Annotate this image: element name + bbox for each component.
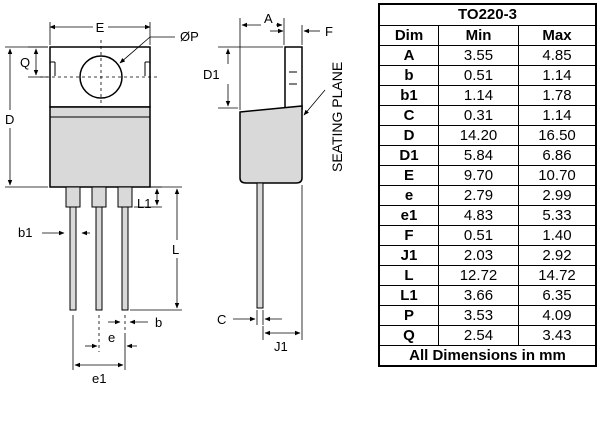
header-dim: Dim <box>378 25 439 46</box>
table-footer: All Dimensions in mm <box>378 345 597 367</box>
label-l1: L1 <box>137 196 151 211</box>
label-e-pitch: e <box>108 330 115 345</box>
front-view: E ØP Q D b1 L1 L e <box>5 20 199 386</box>
label-q: Q <box>20 55 30 70</box>
label-d: D <box>5 112 14 127</box>
table-title: TO220-3 <box>378 3 597 26</box>
side-lead <box>256 182 264 309</box>
label-b: b <box>155 315 162 330</box>
label-f: F <box>325 24 333 39</box>
leads <box>65 186 133 311</box>
side-body <box>239 105 303 184</box>
label-p: ØP <box>180 29 199 44</box>
label-b1: b1 <box>18 225 32 240</box>
label-e-width: E <box>96 20 105 35</box>
label-a: A <box>264 11 273 26</box>
side-view: A F D1 SEATING PLANE C J1 <box>203 11 345 354</box>
label-e1: e1 <box>92 371 106 386</box>
package-body <box>49 106 151 188</box>
label-seating-plane: SEATING PLANE <box>329 62 345 172</box>
label-d1: D1 <box>203 67 220 82</box>
label-l: L <box>172 242 179 257</box>
package-drawing: E ØP Q D b1 L1 L e <box>5 11 345 386</box>
label-c: C <box>217 312 226 327</box>
label-j1: J1 <box>274 339 288 354</box>
side-tab <box>284 46 303 110</box>
header-min: Min <box>438 25 519 46</box>
header-max: Max <box>518 25 597 46</box>
